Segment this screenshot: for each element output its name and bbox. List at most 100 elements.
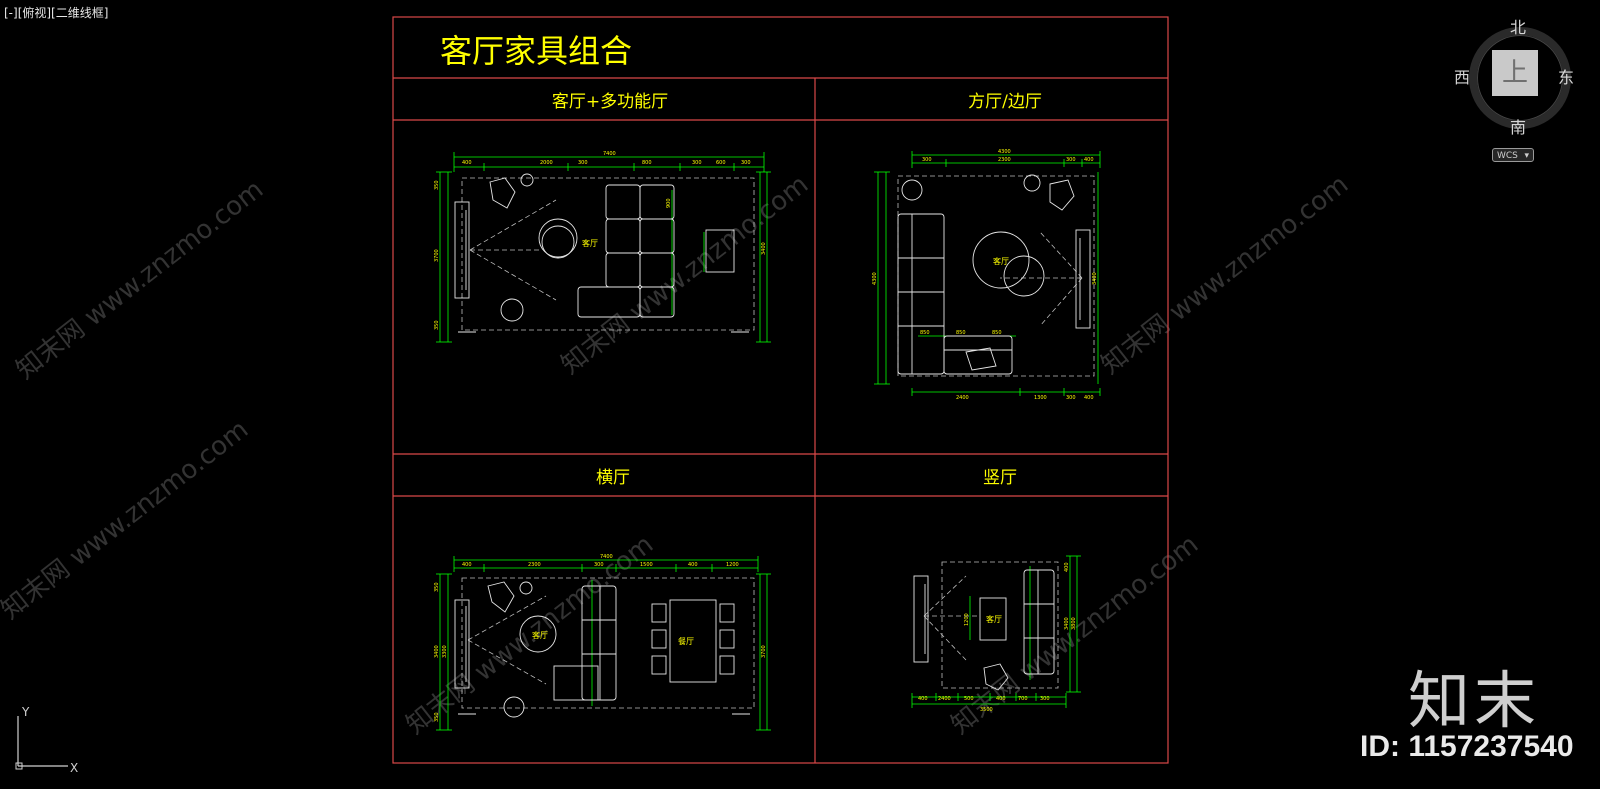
- sheet-frame: [392, 16, 1169, 764]
- dimension-value: 1200: [726, 562, 739, 568]
- dimension-lines: [436, 556, 771, 731]
- room-label: 客厅: [582, 238, 598, 248]
- dimension-value: 4300: [998, 149, 1011, 155]
- compass-south[interactable]: 南: [1510, 118, 1527, 137]
- wcs-label: WCS: [1497, 151, 1518, 161]
- dimension-value: 400: [1084, 157, 1094, 163]
- dimension-value: 3500: [980, 707, 993, 713]
- dimension-lines: [874, 151, 1101, 396]
- dimension-value: 850: [956, 330, 966, 336]
- panel-heading: 竖厅: [983, 468, 1017, 488]
- dimension-values: 7400 400 2000 300 800 300 600 300 3700 3…: [434, 151, 767, 330]
- dimension-value: 300: [692, 160, 702, 166]
- dimension-values: 7400 400 2300 300 1500 400 1200 3400 330…: [434, 554, 767, 722]
- dimension-value: 2400: [938, 696, 951, 702]
- dimension-value: 600: [716, 160, 726, 166]
- dimension-value: 3700: [761, 645, 767, 658]
- dimension-value: 350: [434, 320, 440, 330]
- dimension-value: 400: [1084, 395, 1094, 401]
- dimension-value: 400: [1064, 562, 1070, 572]
- room-outline: [897, 175, 1095, 377]
- asset-id-text: ID: 1157237540: [1360, 730, 1574, 763]
- watermark-text: 知末网 www.znzmo.com: [0, 415, 254, 626]
- dimension-value: 7400: [600, 554, 613, 560]
- watermark-text: 知末网 www.znzmo.com: [1096, 170, 1354, 381]
- room-label: 餐厅: [678, 637, 694, 646]
- compass-east[interactable]: 东: [1558, 68, 1575, 87]
- floorplan-living-multifunction[interactable]: 客厅 7400 400 2000 300 800 300 600 300 370…: [434, 151, 771, 343]
- floorplan-vertical-living[interactable]: 客厅 3500 400 2400 500 400 700 300 3800 34…: [911, 555, 1081, 713]
- chevron-down-icon: ▾: [1524, 151, 1529, 161]
- dimension-value: 300: [594, 562, 604, 568]
- dimension-value: 300: [1066, 395, 1076, 401]
- dimension-value: 800: [642, 160, 652, 166]
- furniture: [454, 581, 750, 718]
- dimension-value: 3400: [761, 242, 767, 255]
- dimension-value: 3400: [1064, 617, 1070, 630]
- dimension-value: 400: [688, 562, 698, 568]
- room-outline: [461, 177, 755, 331]
- room-label: 客厅: [993, 256, 1009, 266]
- dimension-value: 350: [434, 712, 440, 722]
- dimension-value: 350: [434, 582, 440, 592]
- dimension-value: 400: [462, 562, 472, 568]
- viewport-controls-label[interactable]: [-][俯视][二维线框]: [4, 6, 109, 20]
- dimension-value: 300: [1066, 157, 1076, 163]
- room-outline: [461, 577, 755, 709]
- sheet-title: 客厅家具组合: [440, 32, 632, 70]
- dimension-value: 1300: [1034, 395, 1047, 401]
- dimension-value: 900: [666, 198, 672, 208]
- room-label: 客厅: [986, 614, 1002, 624]
- dimension-value: 3300: [442, 645, 448, 658]
- floorplan-horizontal-living[interactable]: 客厅 餐厅 7400 400 2300 300 1500 400 1200 34…: [434, 554, 771, 731]
- dimension-value: 3400: [1092, 272, 1098, 285]
- dimension-value: 1500: [640, 562, 653, 568]
- ucs-y-label: Y: [21, 706, 30, 719]
- compass-ring[interactable]: [1469, 27, 1571, 129]
- dimension-value: 300: [578, 160, 588, 166]
- brand-logo: 知末: [1408, 664, 1541, 737]
- dimension-lines: [436, 152, 771, 343]
- dimension-lines: [911, 555, 1081, 708]
- dimension-values: 4300 300 2300 300 400 2400 1300 300 400 …: [872, 149, 1098, 401]
- dimension-value: 4300: [872, 272, 878, 285]
- dimension-value: 7400: [603, 151, 616, 157]
- watermark-text: 知末网 www.znzmo.com: [11, 175, 269, 386]
- dimension-value: 300: [741, 160, 751, 166]
- dimension-value: 700: [1018, 696, 1028, 702]
- dimension-value: 350: [434, 180, 440, 190]
- dimension-value: 1200: [964, 613, 970, 626]
- watermark-layer: 知末网 www.znzmo.com 知末网 www.znzmo.com 知末网 …: [0, 170, 1354, 741]
- ucs-x-label: X: [70, 761, 78, 775]
- dimension-value: 2400: [956, 395, 969, 401]
- dimension-value: 3700: [434, 249, 440, 262]
- dimension-value: 400: [462, 160, 472, 166]
- room-label: 客厅: [532, 630, 548, 640]
- dimension-value: 3400: [434, 645, 440, 658]
- dimension-value: 2300: [528, 562, 541, 568]
- furniture: [913, 569, 1055, 691]
- dimension-value: 400: [918, 696, 928, 702]
- panel-heading: 横厅: [596, 468, 630, 488]
- dimension-value: 850: [992, 330, 1002, 336]
- viewcube[interactable]: 北 南 西 东 上: [1454, 18, 1575, 137]
- dimension-value: 2300: [998, 157, 1011, 163]
- dimension-value: 850: [920, 330, 930, 336]
- dimension-value: 300: [922, 157, 932, 163]
- dimension-value: 500: [964, 696, 974, 702]
- compass-west[interactable]: 西: [1454, 68, 1471, 87]
- panel-heading: 方厅/边厅: [968, 92, 1042, 112]
- watermark-text: 知末网 www.znzmo.com: [556, 170, 814, 381]
- viewcube-top-face[interactable]: 上: [1492, 50, 1538, 96]
- dimension-value: 400: [996, 696, 1006, 702]
- dimension-values: 3500 400 2400 500 400 700 300 3800 3400 …: [918, 562, 1077, 713]
- dimension-value: 2000: [540, 160, 553, 166]
- wcs-dropdown[interactable]: WCS ▾: [1492, 148, 1534, 162]
- floorplan-square-side-living[interactable]: 客厅 4300 300 2300 300 400 2400 1300 300 4…: [872, 149, 1101, 401]
- furniture: [897, 174, 1091, 375]
- panel-heading: 客厅+多功能厅: [552, 92, 668, 112]
- dimension-value: 300: [1040, 696, 1050, 702]
- compass-north[interactable]: 北: [1510, 18, 1527, 37]
- furniture: [454, 173, 749, 333]
